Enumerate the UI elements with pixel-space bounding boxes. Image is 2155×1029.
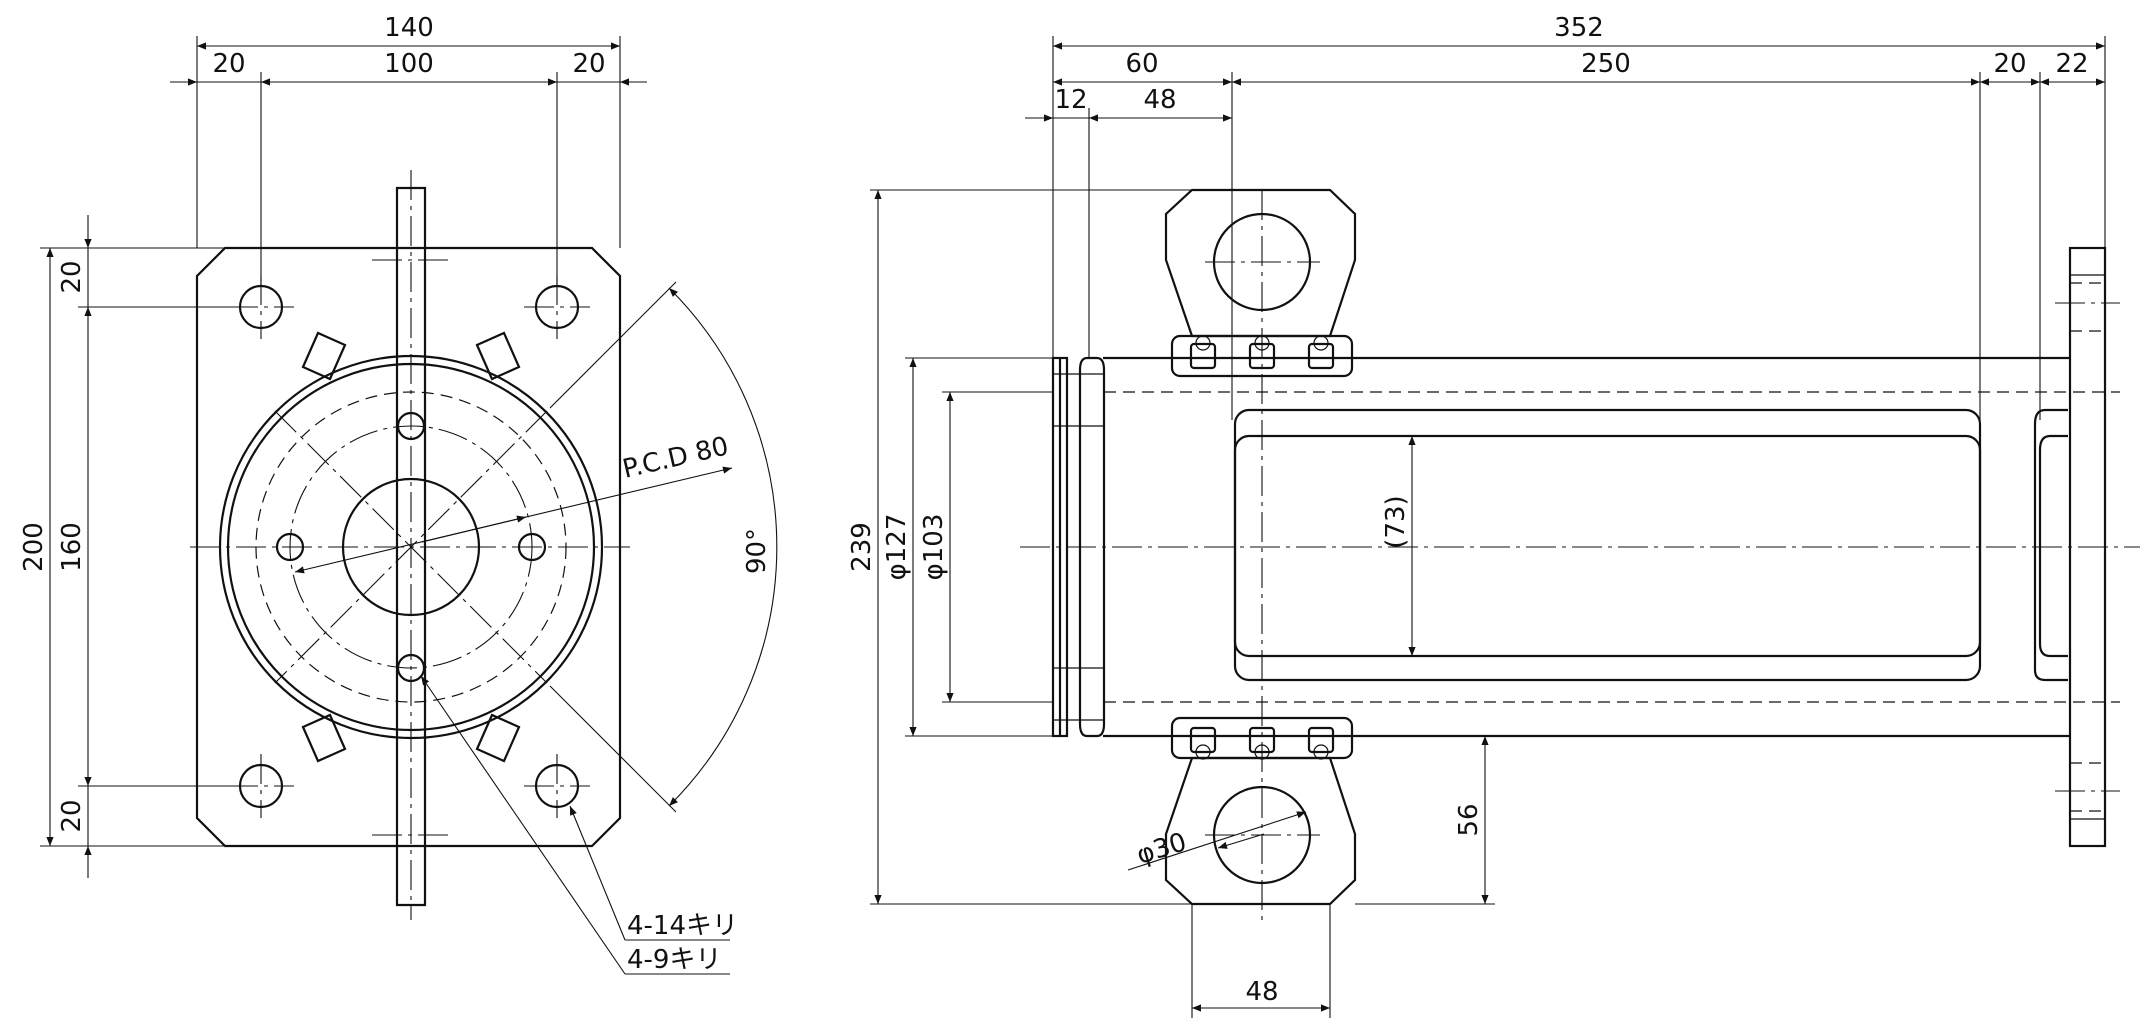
side-view: 352 60 250 20 22 12 48 239 φ127 φ103 (73… bbox=[847, 13, 2140, 1018]
dim-end-gap: 20 bbox=[1993, 49, 2026, 79]
angle-label: 90° bbox=[742, 528, 772, 574]
dim-hole-pitch-v: 160 bbox=[57, 522, 87, 572]
pcd-leader-inner bbox=[421, 515, 527, 543]
dim-side-overall-height: 239 bbox=[847, 522, 877, 572]
bracket-width-dim bbox=[1191, 904, 1331, 1018]
side-centerlines bbox=[1020, 190, 2140, 920]
base-plate-outline bbox=[195, 246, 622, 848]
slot-inner bbox=[1233, 434, 1982, 658]
bracket-bar bbox=[395, 186, 427, 907]
pin-hole-leader bbox=[1127, 811, 1307, 871]
top-bracket bbox=[1164, 188, 1357, 338]
angle-ext-lower bbox=[549, 685, 677, 813]
bolt-head-top-left bbox=[301, 331, 347, 381]
front-view: 140 20 100 20 200 160 20 20 P.C.D 80 90° bbox=[19, 13, 778, 975]
bracket-offset-dim bbox=[1355, 736, 1495, 905]
bolt-head-top-right bbox=[475, 331, 521, 381]
dim-hole-pitch: 100 bbox=[384, 49, 434, 79]
dim-bracket-offset: 56 bbox=[1454, 803, 1484, 836]
side-left-dims bbox=[870, 189, 1192, 905]
dim-inner-dia: φ103 bbox=[919, 514, 949, 581]
slot-outer bbox=[1233, 408, 1982, 682]
note-small-holes: 4-9キリ bbox=[627, 945, 721, 975]
front-top-dims bbox=[170, 36, 647, 286]
angle-ext-upper bbox=[549, 281, 677, 409]
note-large-holes: 4-14キリ bbox=[627, 911, 738, 941]
dim-groove-to-bracket: 48 bbox=[1143, 85, 1176, 115]
bottom-clamp-bolts bbox=[1189, 726, 1335, 760]
dim-overall-width: 140 bbox=[384, 13, 434, 43]
bolt-head-bottom-right bbox=[475, 713, 521, 763]
dim-edge-bottom: 20 bbox=[57, 799, 87, 832]
dim-slot-width: (73) bbox=[1381, 495, 1411, 548]
dim-flange-thickness: 22 bbox=[2055, 49, 2088, 79]
dim-overall-height: 200 bbox=[19, 522, 49, 572]
dim-groove-offset: 12 bbox=[1054, 85, 1087, 115]
groove-ring bbox=[1078, 356, 1106, 738]
side-top-dims bbox=[1025, 36, 2106, 420]
hole-leaders bbox=[420, 675, 730, 975]
front-left-dims bbox=[40, 215, 240, 878]
dim-edge-right: 20 bbox=[572, 49, 605, 79]
bolt-head-bottom-left bbox=[301, 713, 347, 763]
dim-side-overall-length: 352 bbox=[1554, 13, 1604, 43]
dim-body-length: 250 bbox=[1581, 49, 1631, 79]
dim-outer-dia: φ127 bbox=[882, 514, 912, 581]
pcd-label: P.C.D 80 bbox=[620, 431, 732, 484]
dim-edge-top: 20 bbox=[57, 260, 87, 293]
dim-bracket-width: 48 bbox=[1245, 977, 1278, 1007]
angle-arc bbox=[668, 287, 778, 807]
dim-edge-left: 20 bbox=[212, 49, 245, 79]
dim-flange-to-bracket: 60 bbox=[1125, 49, 1158, 79]
dim-pin-hole-dia: φ30 bbox=[1133, 827, 1190, 870]
